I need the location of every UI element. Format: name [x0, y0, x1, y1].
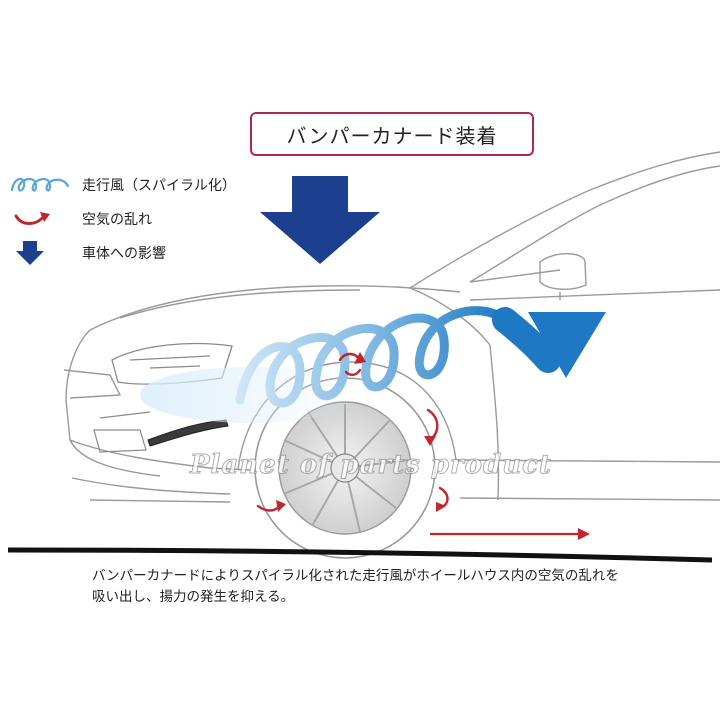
wind-haze — [140, 367, 360, 423]
turbulence-arrow-icon — [8, 204, 82, 234]
caption-line-2: 吸い出し、揚力の発生を抑える。 — [92, 589, 295, 605]
spiral-wind — [235, 306, 561, 408]
title-box: バンパーカナード装着 — [250, 112, 534, 156]
legend-label: 走行風（スパイラル化） — [82, 178, 236, 194]
legend-item-force: 車体への影響 — [8, 236, 236, 270]
caption-line-1: バンパーカナードによりスパイラル化された走行風がホイールハウス内の空気の乱れを — [92, 568, 619, 584]
bumper-canard — [147, 419, 229, 447]
down-arrow-icon — [8, 238, 82, 268]
legend-label: 空気の乱れ — [82, 212, 152, 228]
legend-item-spiral: 走行風（スパイラル化） — [8, 168, 236, 202]
legend-item-turbulence: 空気の乱れ — [8, 202, 236, 236]
exit-flow-arrow — [430, 528, 590, 540]
legend-label: 車体への影響 — [82, 246, 166, 262]
fog-light — [93, 411, 151, 453]
title-text: バンパーカナード装着 — [286, 123, 498, 148]
spiral-wind-icon — [8, 170, 82, 200]
watermark: Planet of parts product — [190, 450, 552, 481]
legend: 走行風（スパイラル化） 空気の乱れ 車体への影響 — [8, 168, 236, 270]
front-wheel — [254, 377, 436, 559]
headlight — [111, 342, 233, 385]
caption: バンパーカナードによりスパイラル化された走行風がホイールハウス内の空気の乱れを … — [92, 566, 712, 608]
ground-line — [7, 547, 713, 563]
downforce-arrow — [260, 176, 380, 264]
wind-arrow-head — [528, 312, 606, 378]
turbulence-arrows — [256, 352, 449, 512]
